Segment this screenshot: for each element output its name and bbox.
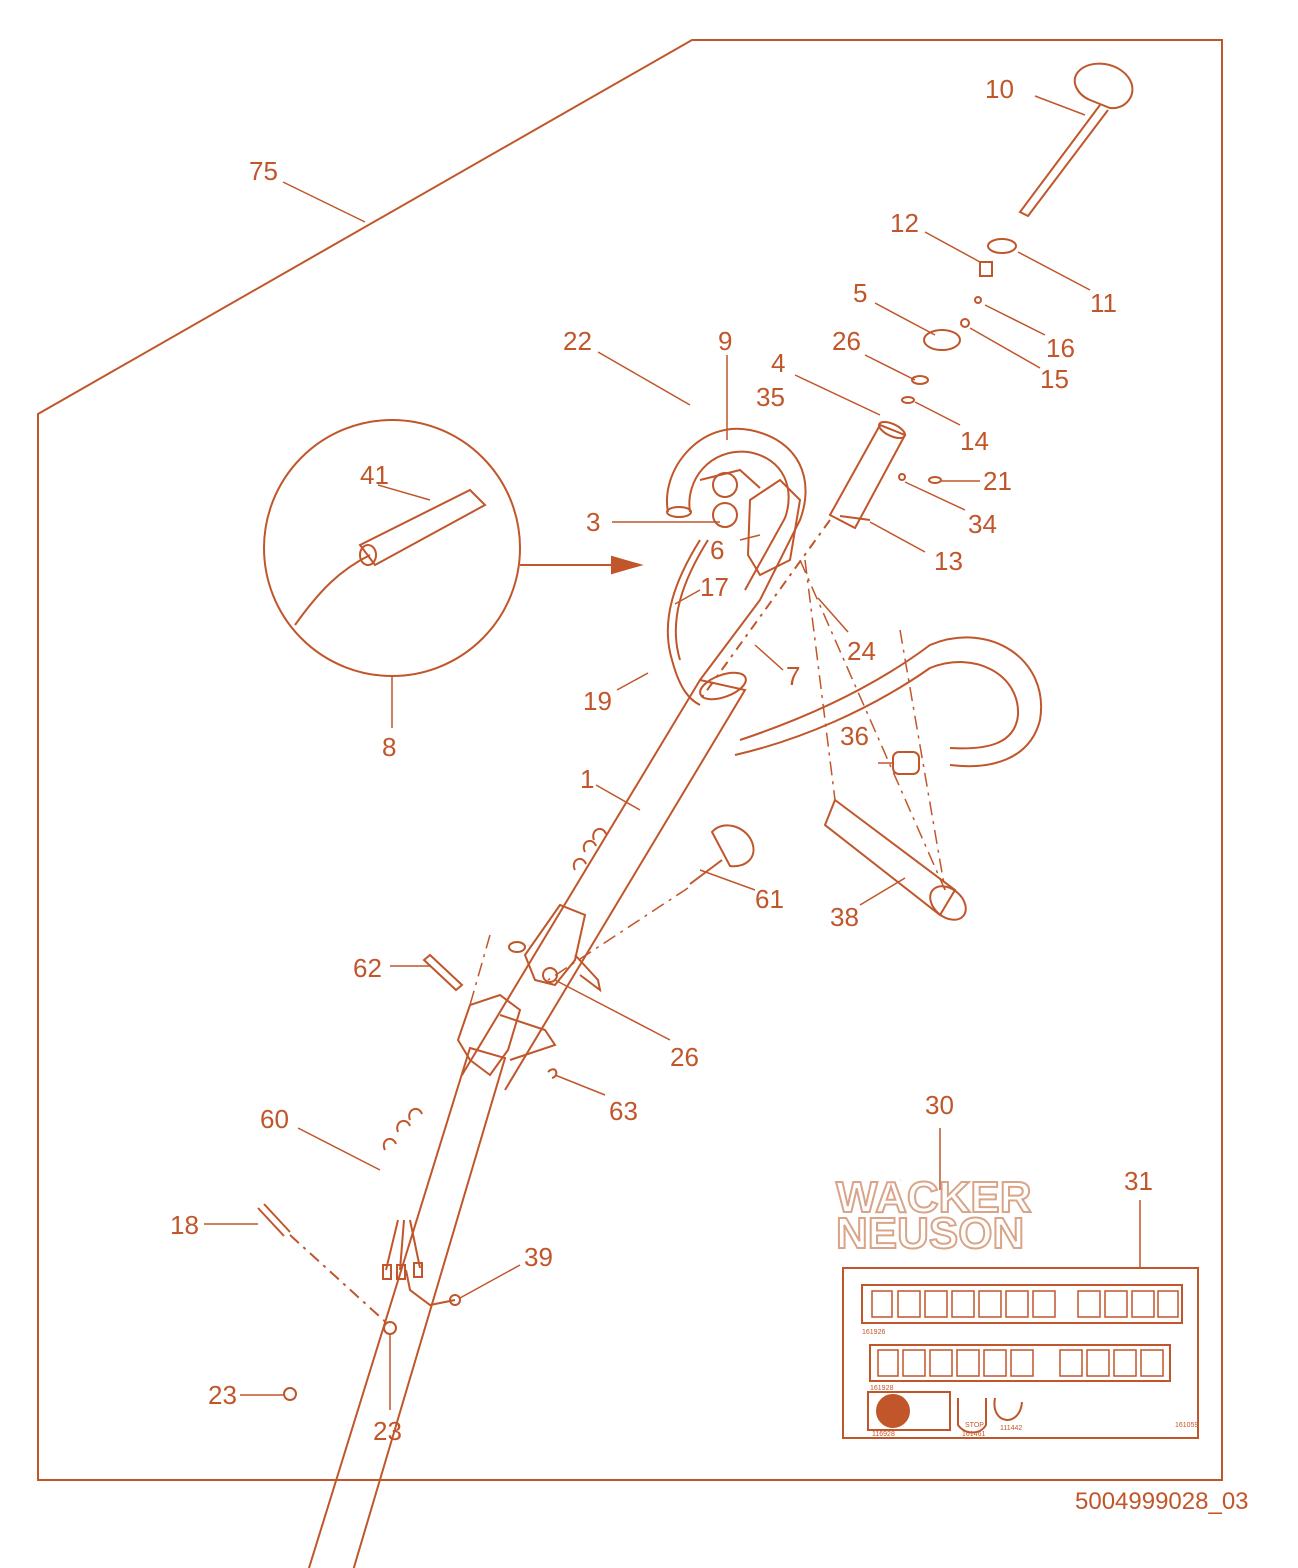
callout-24: 24 [847,636,876,666]
decal-code-stop2: 161461 [962,1431,985,1438]
knob-10 [1018,62,1134,218]
leader-lines [204,95,1141,1410]
callout-31: 31 [1124,1166,1153,1196]
dashed-guides [469,559,946,1006]
callout-26-top: 26 [832,326,861,356]
callout-63: 63 [609,1096,638,1126]
callout-39: 39 [524,1242,553,1272]
decal-code-stop3: 111442 [1000,1425,1022,1432]
logo-line1: WACKER [836,1173,1032,1222]
frame-outline [37,39,1223,1481]
callout-19: 19 [583,686,612,716]
callout-5: 5 [853,278,867,308]
detail-circle-8 [263,419,644,677]
callout-38: 38 [830,902,859,932]
callout-13: 13 [934,546,963,576]
decal-sheet [842,1267,1199,1439]
knob-61 [689,824,755,885]
callout-36: 36 [840,721,869,751]
callout-23-bottom: 23 [373,1416,402,1446]
callout-18: 18 [170,1210,199,1240]
callout-7: 7 [786,661,800,691]
spacer-12 [979,261,993,277]
throttle-handle [665,427,807,681]
tube-4 [699,420,907,701]
callout-75: 75 [249,156,278,186]
decal-code-mid: 161928 [870,1385,893,1392]
callout-1: 1 [580,764,594,794]
grip-36 [892,751,920,775]
callout-17: 17 [700,572,729,602]
decal-code-top: 161926 [862,1329,885,1336]
callout-3: 3 [586,507,600,537]
wacker-neuson-logo: WACKER NEUSON [835,1172,1033,1259]
callout-60: 60 [260,1104,289,1134]
pin-62 [422,953,464,992]
callout-16: 16 [1046,333,1075,363]
clip-63 [547,1068,558,1079]
upper-shaft [461,539,747,1091]
callout-6: 6 [710,535,724,565]
callout-21: 21 [983,466,1012,496]
callout-35: 35 [756,382,785,412]
decal-code-sheet: 161059 [1175,1422,1198,1429]
callout-23-left: 23 [208,1380,237,1410]
bolt-18 [257,1203,391,1327]
callout-10: 10 [985,74,1014,104]
callout-12: 12 [890,208,919,238]
callout-34: 34 [968,509,997,539]
callout-30: 30 [925,1090,954,1120]
callout-9: 9 [718,326,732,356]
grip-38 [823,798,967,921]
washer-11 [987,238,1017,254]
callout-8: 8 [382,732,396,762]
decal-icons-row2 [877,1349,1164,1377]
decal-icons-row1 [871,1290,1179,1318]
small-parts [839,296,982,521]
callout-14: 14 [960,426,989,456]
document-id: 5004999028_03 [1075,1488,1249,1515]
callout-15: 15 [1040,364,1069,394]
callout-11: 11 [1090,288,1117,318]
lower-shaft [307,993,557,1568]
callout-26-bottom: 26 [670,1042,699,1072]
decal-stop-label: STOP [965,1422,984,1429]
callout-41: 41 [360,460,389,490]
nut-23-b [383,1321,397,1335]
decal-code-stop1: 116928 [872,1431,895,1438]
callouts: 75 10 12 11 5 16 15 26 4 35 14 21 34 13 … [170,74,1153,1446]
callout-22: 22 [563,326,592,356]
washer-26 [508,941,526,953]
callout-62: 62 [353,953,382,983]
nut-23-a [283,1387,297,1401]
callout-61: 61 [755,884,784,914]
callout-4: 4 [771,348,785,378]
logo-line2: NEUSON [836,1209,1024,1258]
side-handle [734,636,1043,768]
